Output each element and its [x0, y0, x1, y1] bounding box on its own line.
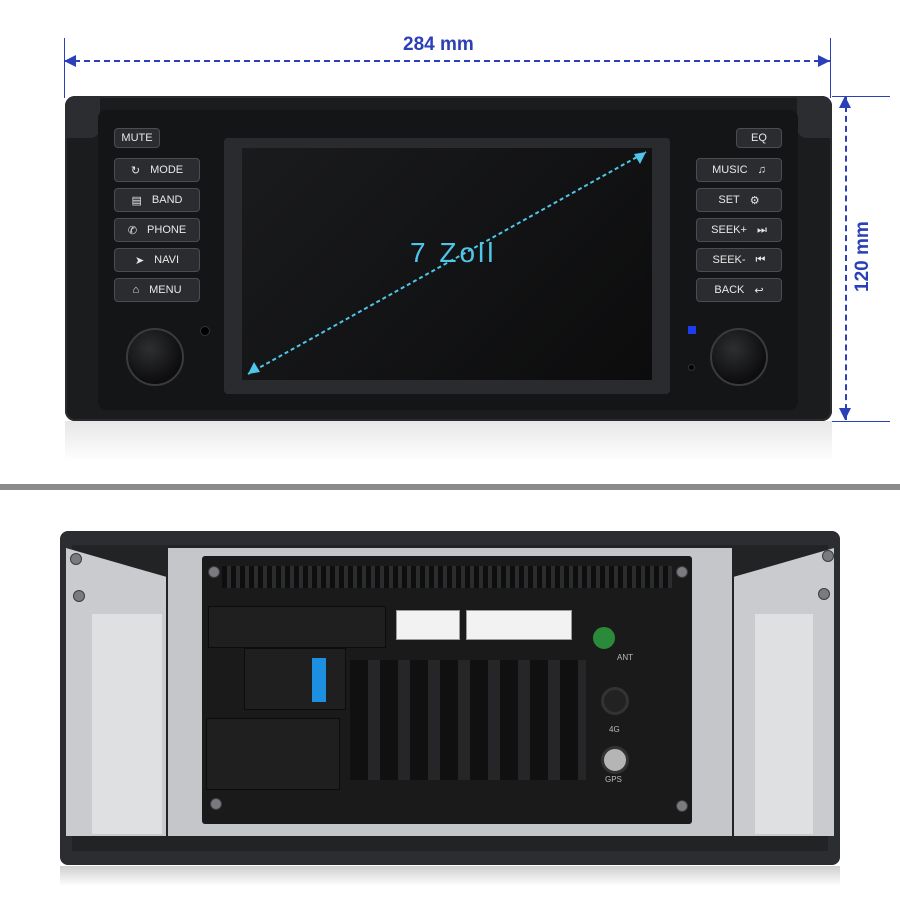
mode-button[interactable]: ↻ MODE — [114, 158, 200, 182]
band-button[interactable]: ▤ BAND — [114, 188, 200, 212]
back-arrow-icon: ↩ — [754, 284, 764, 297]
height-arrow-bottom-icon — [839, 408, 851, 420]
chassis-screw — [676, 566, 688, 578]
bracket-hole — [822, 550, 834, 562]
home-icon: ⌂ — [132, 284, 140, 296]
power-block — [206, 718, 340, 790]
music-button-label: MUSIC — [712, 164, 748, 176]
band-button-label: BAND — [151, 194, 183, 206]
rear-ribs — [350, 660, 586, 780]
connector-bay-left — [208, 606, 386, 648]
seek-forward-button-label: SEEK+ — [711, 224, 747, 236]
width-arrow-left-icon — [64, 55, 76, 67]
bracket-hole — [818, 588, 830, 600]
4g-port[interactable] — [601, 687, 629, 715]
eq-button-label: EQ — [751, 132, 767, 144]
chassis-screw — [208, 566, 220, 578]
width-dimension-tick-right — [830, 38, 831, 98]
bracket-cutout-right — [755, 614, 813, 834]
gear-icon: ⚙ — [749, 194, 760, 207]
fuse — [312, 658, 326, 702]
volume-knob[interactable] — [126, 328, 184, 386]
gps-port[interactable] — [601, 746, 629, 774]
screen-diagonal-arrow — [247, 151, 647, 375]
status-led — [688, 326, 696, 334]
height-arrow-top-icon — [839, 96, 851, 108]
mute-button-label: MUTE — [121, 132, 153, 144]
rear-reflection — [60, 866, 840, 886]
tune-knob[interactable] — [710, 328, 768, 386]
bracket-cutout-left — [92, 614, 162, 834]
width-arrow-right-icon — [818, 55, 830, 67]
bracket-hole — [70, 553, 82, 565]
height-dimension-label: 120 mm — [852, 221, 873, 292]
back-button-label: BACK — [714, 284, 745, 296]
music-note-icon: ♫ — [757, 164, 766, 176]
screen-size-label: 7 Zoll — [410, 237, 497, 268]
height-dimension-tick-top — [832, 96, 890, 97]
phone-button-label: PHONE — [147, 224, 187, 236]
white-connector-2[interactable] — [466, 610, 572, 640]
microphone-icon — [200, 326, 210, 336]
width-dimension-line — [64, 60, 830, 62]
height-dimension-line — [845, 96, 847, 420]
width-dimension-tick-left — [64, 38, 65, 98]
chassis-screw — [676, 800, 688, 812]
reset-hole-icon — [688, 364, 695, 371]
menu-button[interactable]: ⌂ MENU — [114, 278, 200, 302]
antenna-port[interactable] — [590, 624, 618, 652]
antenna-port-label: ANT — [617, 653, 633, 662]
height-dimension-tick-bottom — [832, 421, 890, 422]
heatsink-fins — [222, 566, 672, 588]
phone-button[interactable]: ✆ PHONE — [114, 218, 200, 242]
skip-forward-icon: ⏭ — [756, 223, 767, 236]
navigation-icon: ➤ — [134, 254, 145, 267]
refresh-icon: ↻ — [130, 164, 141, 177]
mode-button-label: MODE — [150, 164, 184, 176]
set-button[interactable]: SET ⚙ — [696, 188, 782, 212]
mount-ear-left — [65, 96, 100, 138]
gps-port-label: GPS — [605, 775, 622, 784]
seek-back-button-label: SEEK- — [712, 254, 746, 266]
4g-port-label: 4G — [609, 725, 620, 734]
phone-icon: ✆ — [127, 224, 138, 237]
unit-reflection — [65, 421, 832, 461]
music-button[interactable]: MUSIC ♫ — [696, 158, 782, 182]
mute-button[interactable]: MUTE — [114, 128, 160, 148]
harness-socket[interactable] — [244, 648, 346, 710]
width-dimension-label: 284 mm — [403, 34, 474, 55]
menu-button-label: MENU — [149, 284, 182, 296]
section-divider — [0, 484, 900, 490]
chassis-screw — [210, 798, 222, 810]
navi-button[interactable]: ➤ NAVI — [114, 248, 200, 272]
mount-ear-right — [797, 96, 832, 138]
seek-back-button[interactable]: SEEK- ⏮ — [696, 248, 782, 272]
back-button[interactable]: BACK ↩ — [696, 278, 782, 302]
skip-back-icon: ⏮ — [755, 253, 766, 266]
seek-forward-button[interactable]: SEEK+ ⏭ — [696, 218, 782, 242]
radio-icon: ▤ — [131, 194, 142, 207]
bracket-hole — [73, 590, 85, 602]
set-button-label: SET — [718, 194, 740, 206]
navi-button-label: NAVI — [154, 254, 180, 266]
white-connector-1[interactable] — [396, 610, 460, 640]
eq-button[interactable]: EQ — [736, 128, 782, 148]
